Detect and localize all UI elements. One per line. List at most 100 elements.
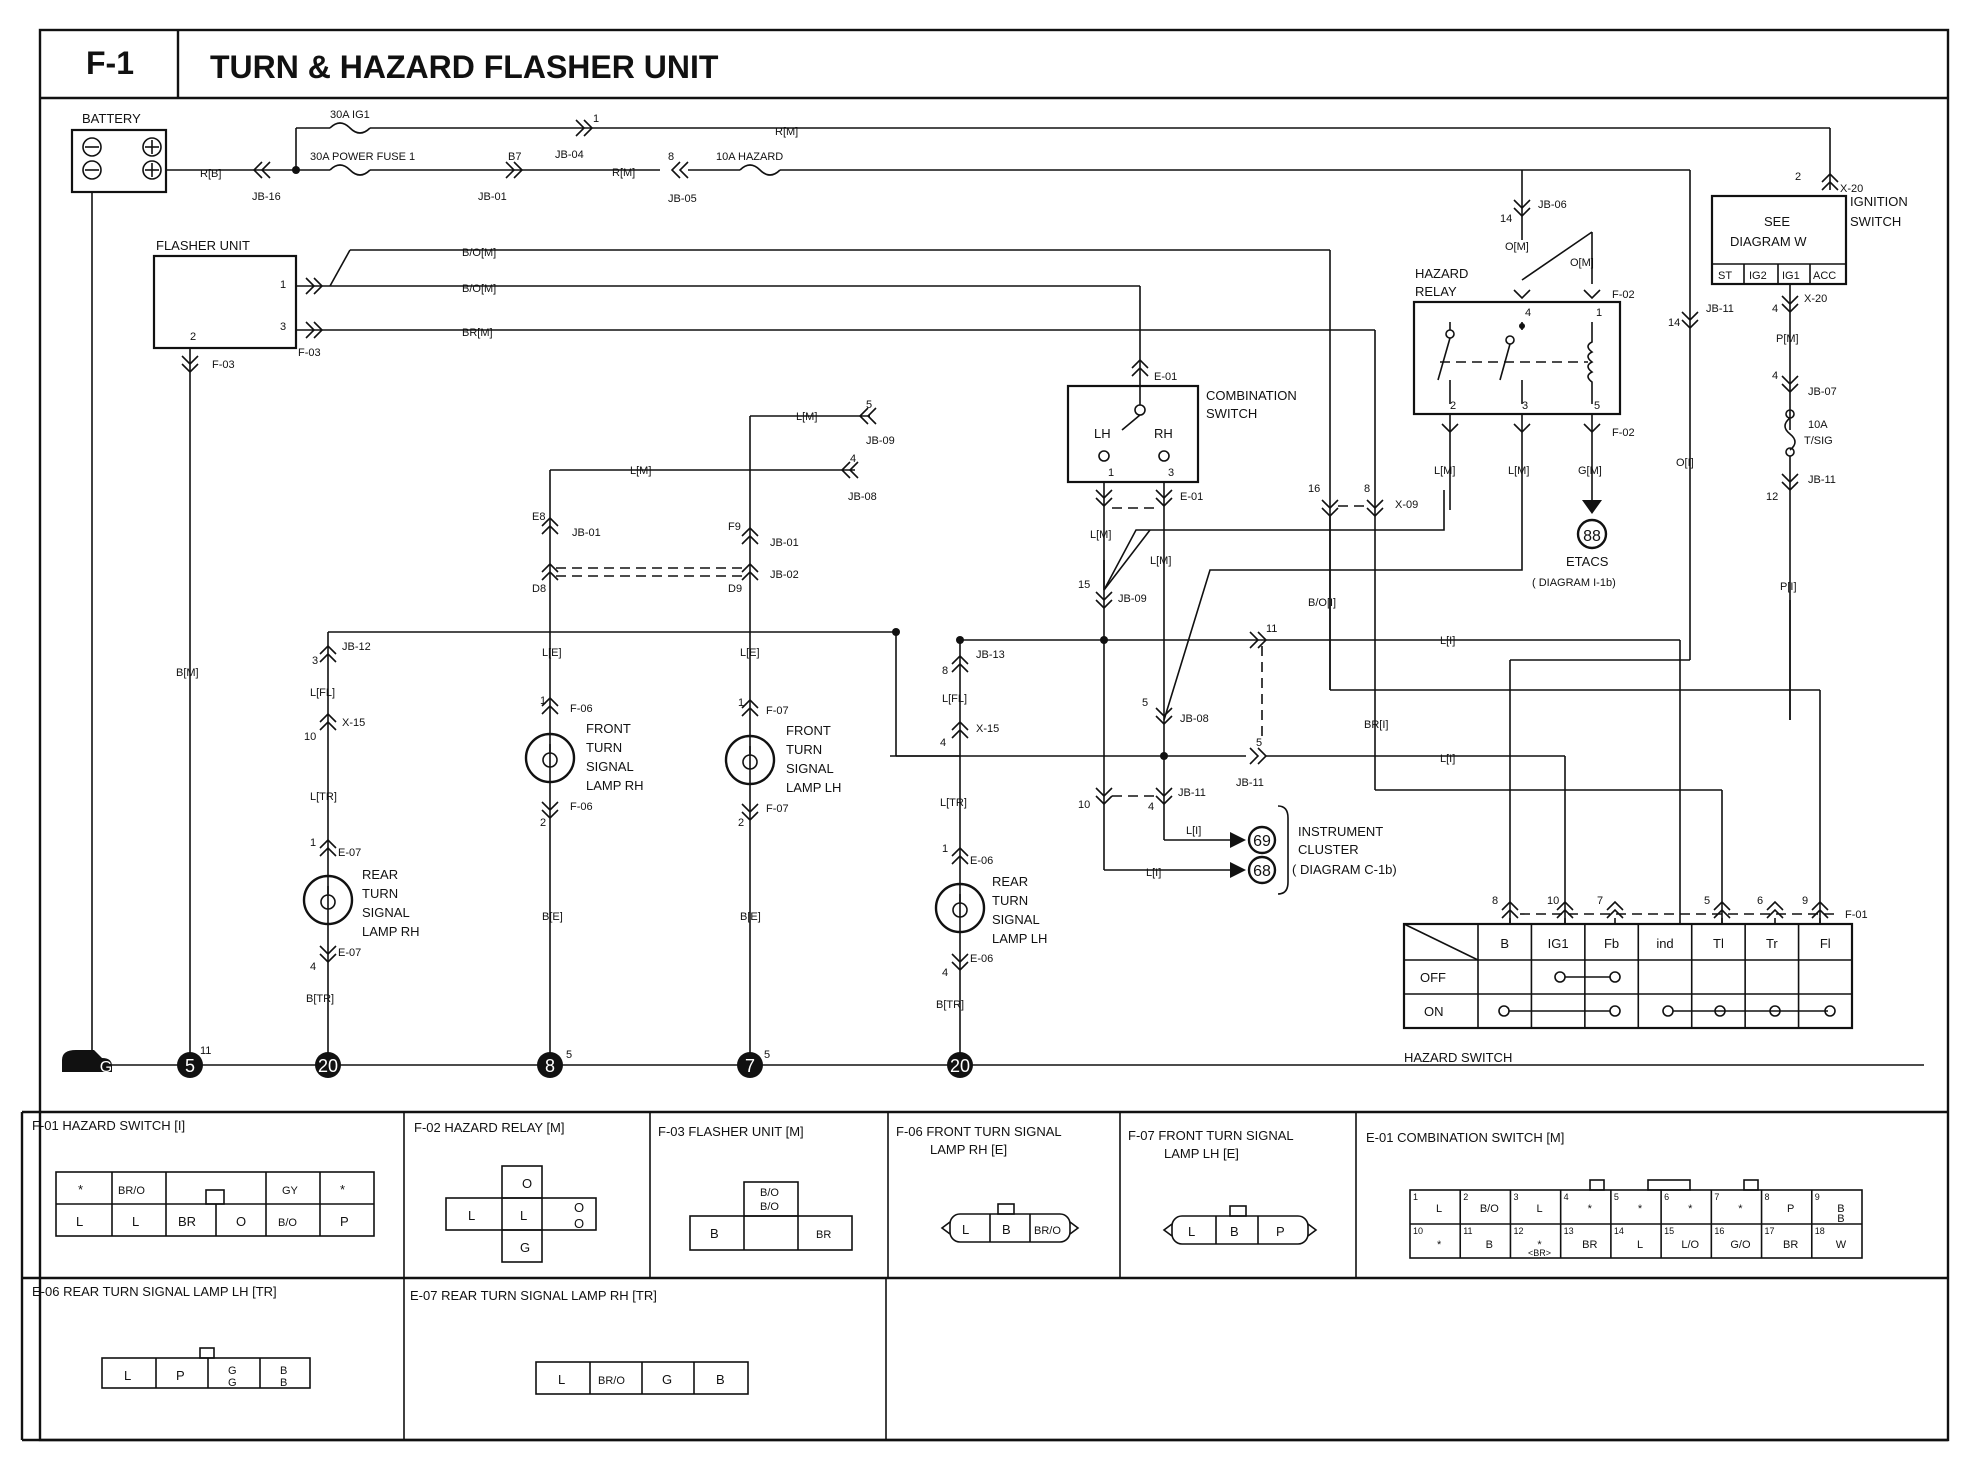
svg-text:30A POWER FUSE 1: 30A POWER FUSE 1	[310, 151, 415, 163]
svg-text:69: 69	[1253, 833, 1271, 850]
etacs-reference: 88 ETACS ( DIAGRAM I-1b)	[1532, 518, 1616, 589]
svg-text:BR/O: BR/O	[1034, 1225, 1061, 1237]
svg-text:O[M]: O[M]	[1570, 257, 1594, 269]
svg-text:L[I]: L[I]	[1186, 825, 1201, 837]
e01-pin: 10	[1413, 1226, 1423, 1236]
svg-text:B/O: B/O	[760, 1187, 779, 1199]
svg-text:HAZARD: HAZARD	[1415, 266, 1468, 281]
svg-text:E-07: E-07	[338, 847, 361, 859]
svg-text:F-07: F-07	[766, 705, 789, 717]
svg-text:7: 7	[745, 1056, 755, 1076]
svg-text:LAMP LH: LAMP LH	[786, 780, 841, 795]
svg-text:BR/O: BR/O	[118, 1185, 145, 1197]
svg-text:JB-01: JB-01	[770, 537, 799, 549]
svg-text:E-07: E-07	[338, 947, 361, 959]
e01-cell: BR	[1582, 1239, 1597, 1251]
e01-cell: P	[1787, 1203, 1794, 1215]
svg-text:14: 14	[1500, 213, 1512, 225]
svg-text:IG2: IG2	[1749, 270, 1767, 282]
svg-text:REAR: REAR	[992, 874, 1028, 889]
svg-text:ETACS: ETACS	[1566, 554, 1609, 569]
svg-text:10A HAZARD: 10A HAZARD	[716, 151, 783, 163]
svg-text:LAMP RH: LAMP RH	[586, 778, 644, 793]
svg-text:JB-06: JB-06	[1538, 199, 1567, 211]
svg-text:1: 1	[942, 843, 948, 855]
svg-text:16: 16	[1308, 483, 1320, 495]
svg-text:B[TR]: B[TR]	[306, 993, 334, 1005]
svg-text:T/SIG: T/SIG	[1804, 435, 1833, 447]
svg-text:4: 4	[310, 961, 316, 973]
svg-text:HAZARD SWITCH: HAZARD SWITCH	[1404, 1050, 1512, 1065]
lamp-front-rh: FRONT TURN SIGNAL LAMP RH	[524, 721, 644, 793]
svg-text:2: 2	[1795, 171, 1801, 183]
svg-text:BR: BR	[178, 1214, 196, 1229]
battery: BATTERY	[70, 111, 168, 194]
hazard-switch-pin: 6	[1757, 895, 1763, 907]
svg-text:B: B	[710, 1226, 719, 1241]
svg-text:L: L	[76, 1214, 83, 1229]
instrument-cluster-reference: 69 68 INSTRUMENT CLUSTER ( DIAGRAM C-1b)	[1247, 805, 1397, 895]
svg-text:FLASHER UNIT: FLASHER UNIT	[156, 238, 250, 253]
svg-text:JB-01: JB-01	[572, 527, 601, 539]
svg-text:D9: D9	[728, 583, 742, 595]
svg-text:*: *	[78, 1182, 83, 1197]
e01-cell: *	[1588, 1203, 1593, 1215]
svg-text:1: 1	[1108, 467, 1114, 479]
svg-text:O[I]: O[I]	[1676, 457, 1694, 469]
svg-text:RELAY: RELAY	[1415, 284, 1457, 299]
svg-text:X-20: X-20	[1804, 293, 1827, 305]
svg-text:P[M]: P[M]	[1776, 333, 1799, 345]
svg-text:B[E]: B[E]	[740, 911, 761, 923]
svg-text:4: 4	[1772, 370, 1778, 382]
svg-text:BATTERY: BATTERY	[82, 111, 141, 126]
svg-text:F-06: F-06	[570, 703, 593, 715]
svg-text:SWITCH: SWITCH	[1206, 406, 1257, 421]
svg-text:F-02: F-02	[1612, 289, 1635, 301]
svg-text:LAMP RH: LAMP RH	[362, 924, 420, 939]
lamp-front-lh: FRONT TURN SIGNAL LAMP LH	[724, 723, 841, 795]
svg-text:( DIAGRAM C-1b): ( DIAGRAM C-1b)	[1292, 862, 1397, 877]
svg-text:8: 8	[668, 151, 674, 163]
hazard-switch-column: Fl	[1820, 936, 1831, 951]
svg-text:O: O	[574, 1216, 584, 1231]
svg-text:ST: ST	[1718, 270, 1732, 282]
svg-text:20: 20	[318, 1056, 338, 1076]
svg-text:E-06: E-06	[970, 855, 993, 867]
e01-pin: 8	[1765, 1192, 1770, 1202]
svg-text:L[I]: L[I]	[1440, 635, 1455, 647]
svg-text:TURN: TURN	[786, 742, 822, 757]
hazard-switch-column: Tr	[1766, 936, 1778, 951]
hazard-switch-pin: 8	[1492, 895, 1498, 907]
svg-text:G: G	[520, 1240, 530, 1255]
svg-text:4: 4	[940, 737, 946, 749]
e01-pin: 15	[1664, 1226, 1674, 1236]
svg-text:L[M]: L[M]	[1150, 555, 1171, 567]
svg-text:10: 10	[304, 731, 316, 743]
e01-cell: L	[1536, 1203, 1542, 1215]
svg-text:3: 3	[1522, 400, 1528, 412]
svg-text:LAMP LH [E]: LAMP LH [E]	[1164, 1146, 1239, 1161]
e01-pin: 5	[1614, 1192, 1619, 1202]
svg-text:LAMP LH: LAMP LH	[992, 931, 1047, 946]
svg-text:REAR: REAR	[362, 867, 398, 882]
e01-cell: *	[1437, 1239, 1442, 1251]
svg-text:E-01 COMBINATION SWITCH [M]: E-01 COMBINATION SWITCH [M]	[1366, 1130, 1564, 1145]
svg-text:L[TR]: L[TR]	[310, 791, 337, 803]
diagram-title: TURN & HAZARD FLASHER UNIT	[210, 49, 719, 85]
hazard-relay: HAZARD RELAY 4 1 2 3 5	[1412, 266, 1622, 416]
svg-text:L: L	[468, 1208, 475, 1223]
hazard-switch-column: Fb	[1604, 936, 1619, 951]
svg-text:F-03 FLASHER UNIT [M]: F-03 FLASHER UNIT [M]	[658, 1124, 804, 1139]
svg-text:TURN: TURN	[992, 893, 1028, 908]
connector-panels: F-01 HAZARD SWITCH [I] F-02 HAZARD RELAY…	[20, 1110, 1948, 1442]
e01-pin: 1	[1413, 1192, 1418, 1202]
svg-text:TURN: TURN	[586, 740, 622, 755]
svg-text:E-06 REAR TURN SIGNAL LAMP LH: E-06 REAR TURN SIGNAL LAMP LH [TR]	[32, 1284, 277, 1299]
fuse-label: 30A IG1	[330, 109, 370, 121]
e01-pin: 11	[1463, 1226, 1472, 1236]
svg-text:B[E]: B[E]	[542, 911, 563, 923]
svg-text:( DIAGRAM I-1b): ( DIAGRAM I-1b)	[1532, 577, 1616, 589]
svg-text:BR[M]: BR[M]	[462, 327, 493, 339]
svg-text:JB-05: JB-05	[668, 193, 697, 205]
svg-text:X-15: X-15	[976, 723, 999, 735]
